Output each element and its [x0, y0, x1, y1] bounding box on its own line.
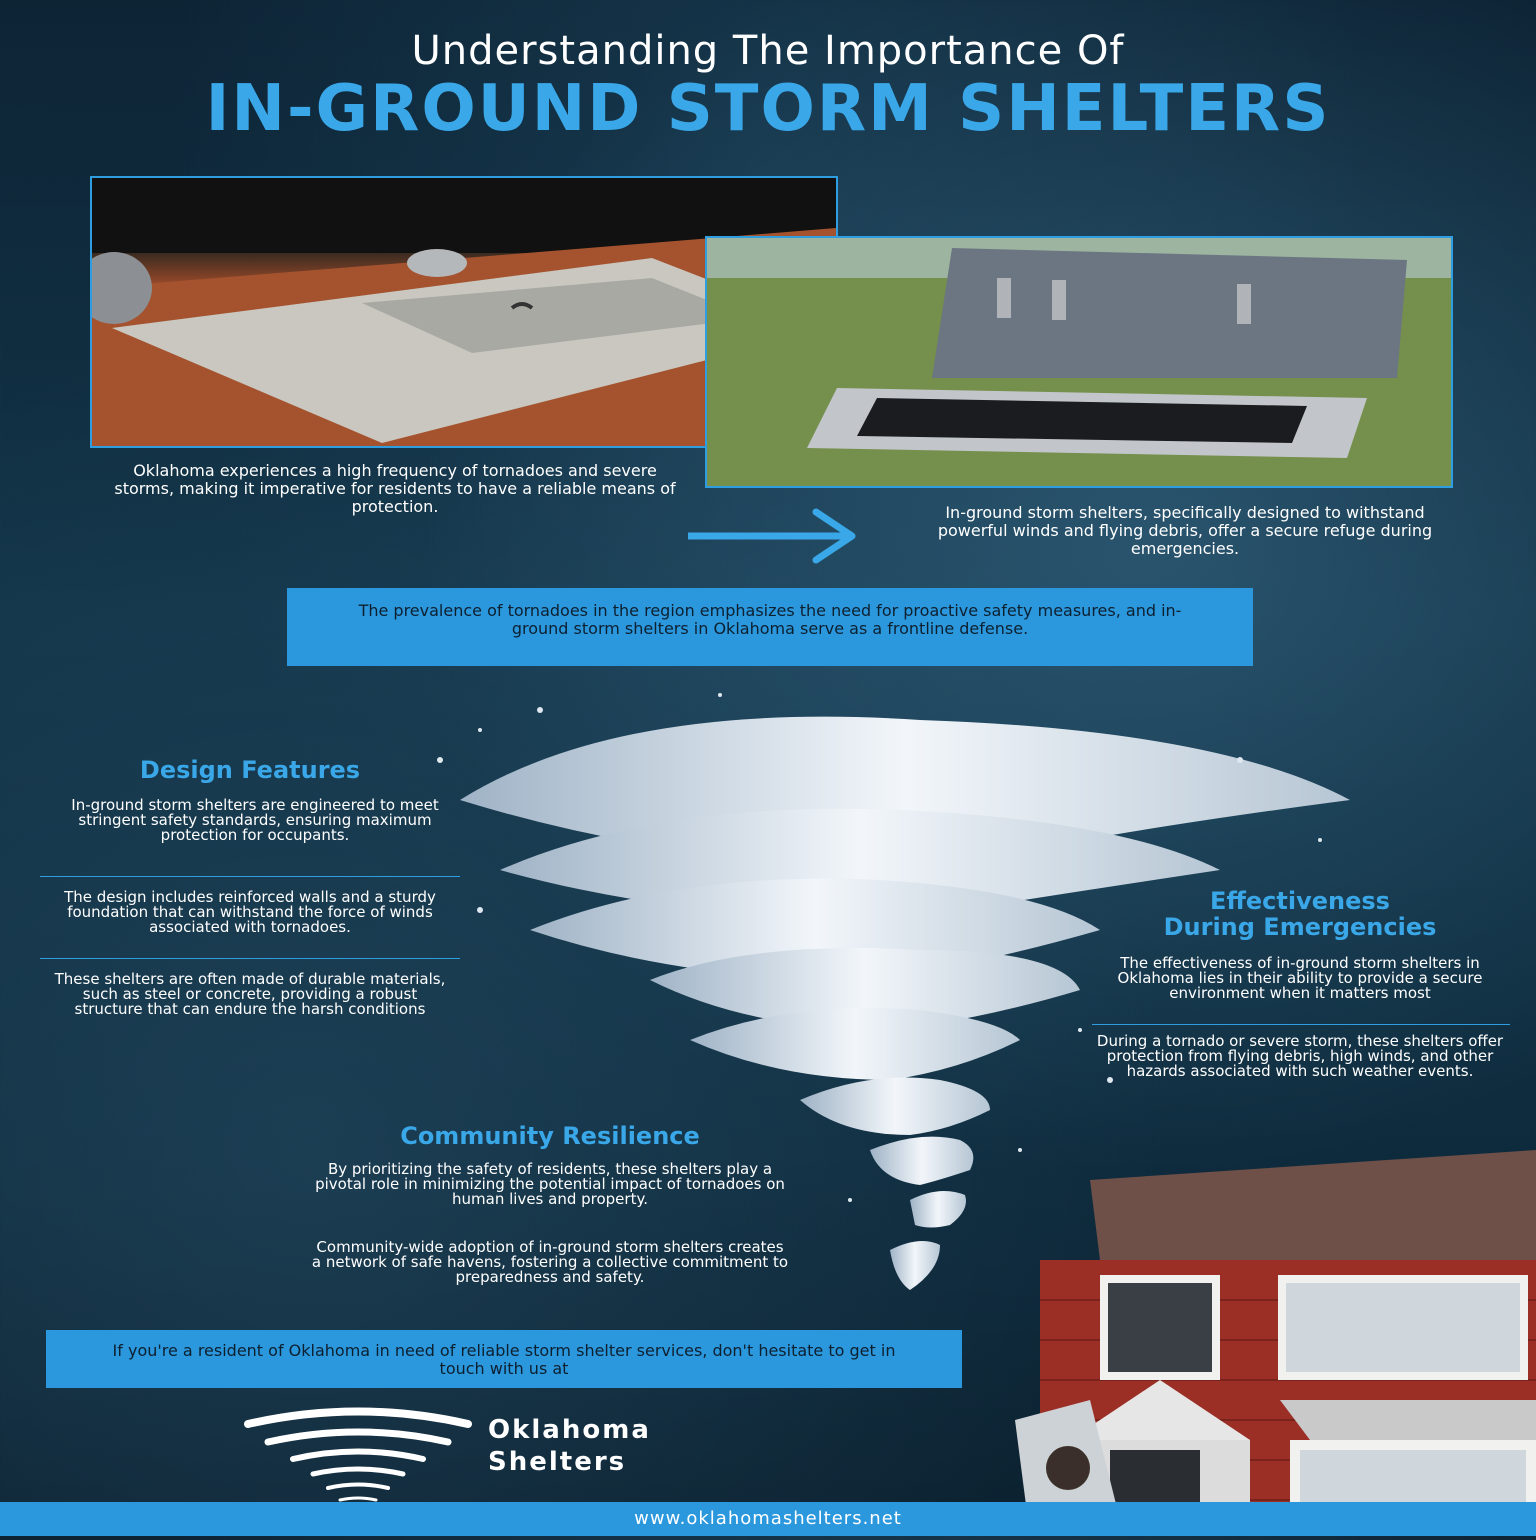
effectiveness-point-1: The effectiveness of in-ground storm she…: [1117, 954, 1483, 1002]
title-line1: Understanding The Importance Of: [411, 28, 1125, 74]
prevalence-banner: The prevalence of tornadoes in the regio…: [287, 588, 1253, 666]
effectiveness-heading: Effectiveness During Emergencies: [1080, 888, 1520, 940]
effectiveness-heading-line2: During Emergencies: [1163, 913, 1437, 941]
community-resilience-heading: Community Resilience: [400, 1122, 700, 1150]
design-point-2: The design includes reinforced walls and…: [64, 888, 436, 936]
open-shelter-photo: [705, 236, 1453, 488]
intro-right-text: In-ground storm shelters, specifically d…: [937, 503, 1433, 558]
shelter-slab-photo: [90, 176, 838, 448]
design-point-1: In-ground storm shelters are engineered …: [71, 796, 439, 844]
arrow-right-icon: [684, 508, 860, 564]
effectiveness-heading-line1: Effectiveness: [1210, 887, 1390, 915]
divider: [40, 958, 460, 959]
intro-left-text: Oklahoma experiences a high frequency of…: [114, 461, 676, 516]
logo-line2: Shelters: [488, 1447, 627, 1477]
design-point-3: These shelters are often made of durable…: [54, 970, 446, 1018]
tornado-illustration: [420, 680, 1360, 1320]
tornado-logo-icon: [238, 1404, 478, 1514]
community-point-2: Community-wide adoption of in-ground sto…: [311, 1238, 789, 1286]
damaged-house-illustration: [1010, 1150, 1536, 1536]
logo-line1: Oklahoma: [488, 1415, 651, 1445]
community-point-1: By prioritizing the safety of residents,…: [315, 1160, 785, 1208]
divider: [40, 876, 460, 877]
contact-banner: If you're a resident of Oklahoma in need…: [46, 1330, 962, 1388]
effectiveness-point-2: During a tornado or severe storm, these …: [1096, 1032, 1504, 1080]
website-url-link[interactable]: www.oklahomashelters.net: [0, 1502, 1536, 1536]
title-line2: IN-GROUND STORM SHELTERS: [205, 72, 1331, 146]
company-logo-text: Oklahoma Shelters: [488, 1414, 651, 1478]
divider: [1092, 1024, 1510, 1025]
design-features-heading: Design Features: [139, 756, 361, 784]
